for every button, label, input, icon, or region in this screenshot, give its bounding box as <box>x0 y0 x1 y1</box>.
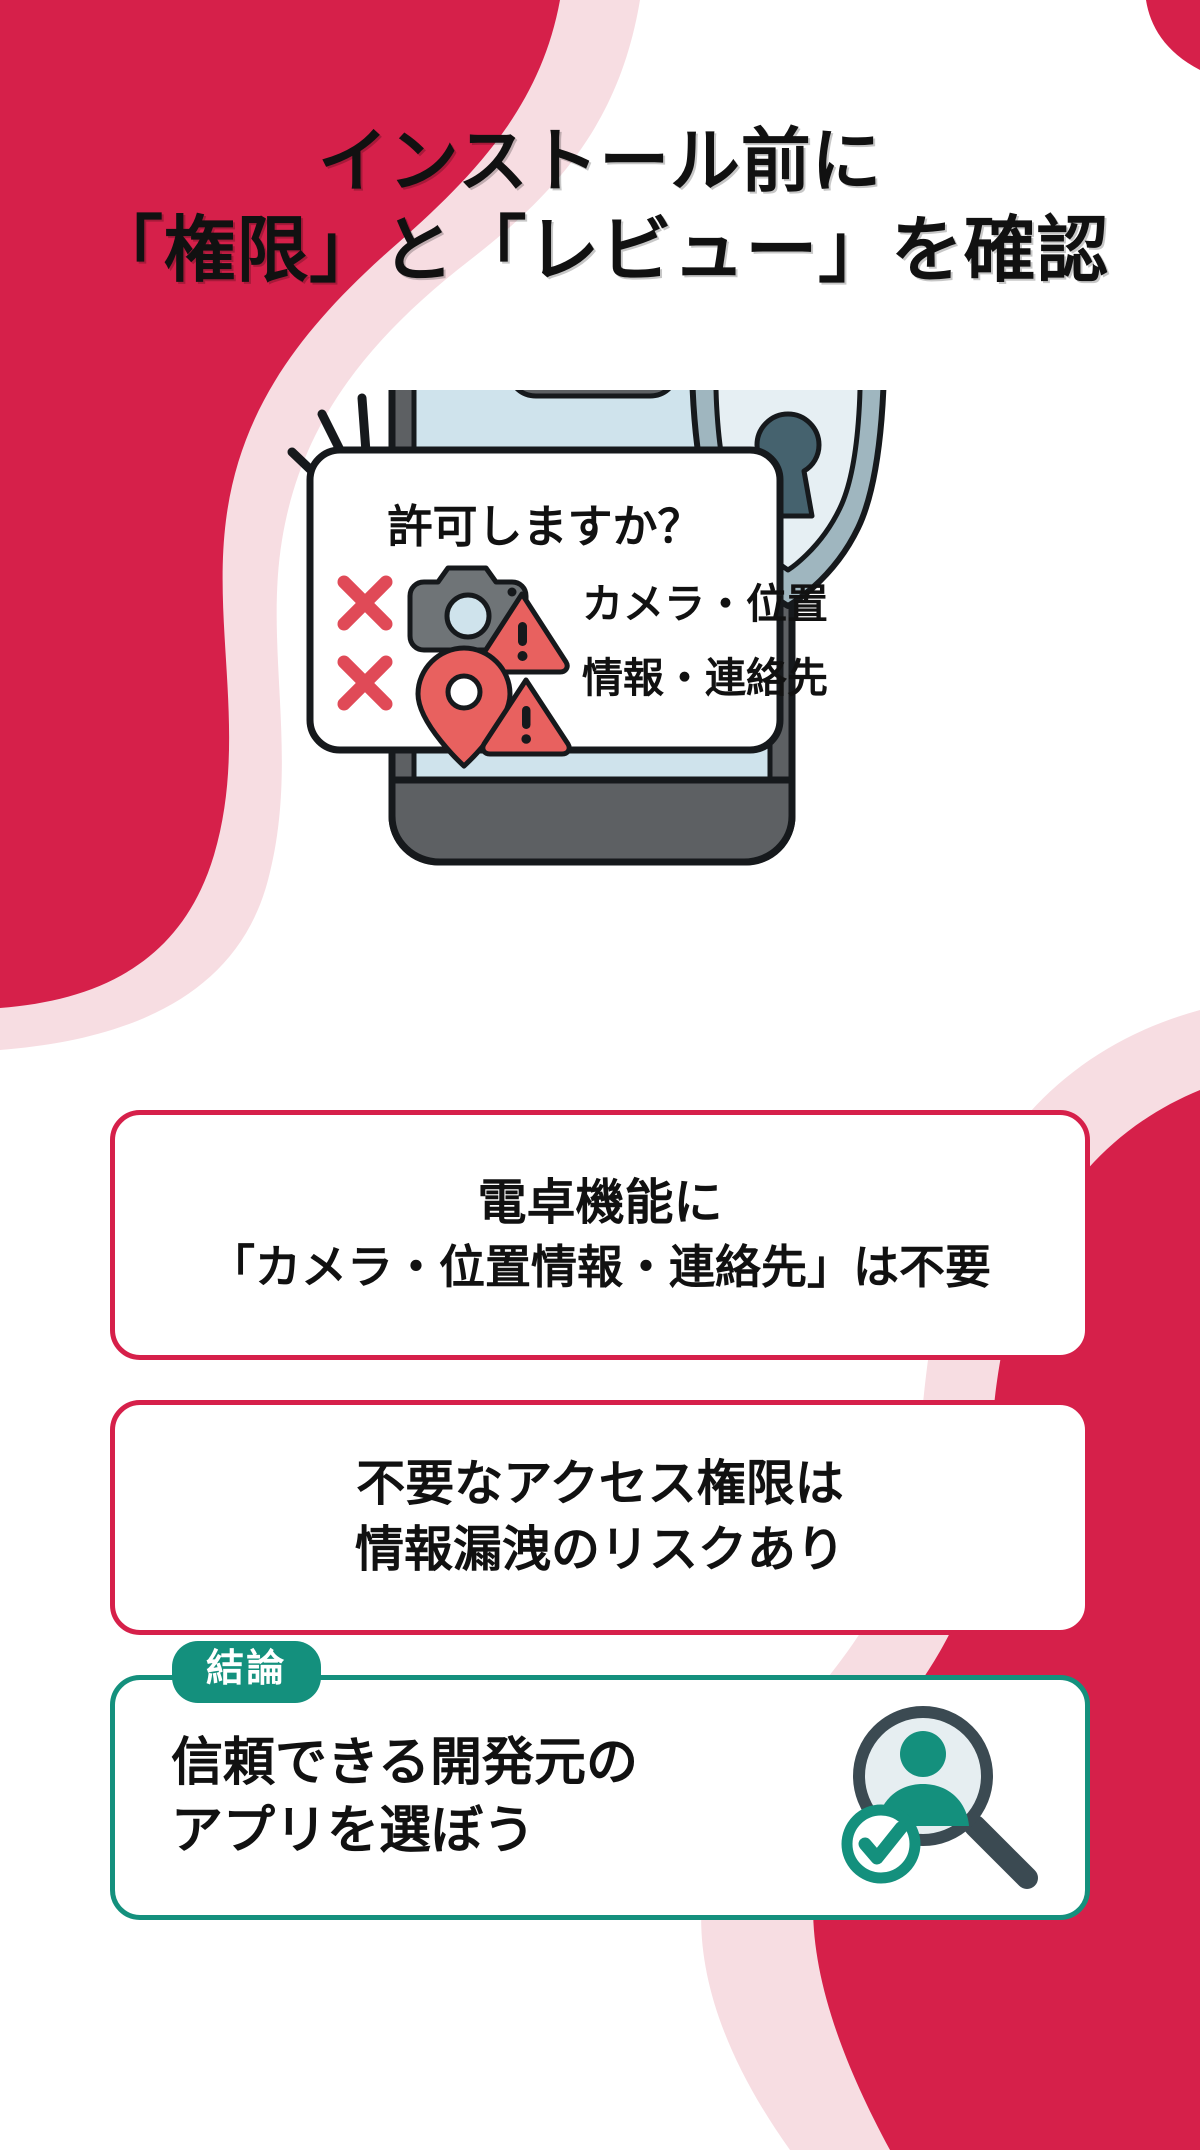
info-card-2: 不要なアクセス権限は 情報漏洩のリスクあり <box>110 1400 1090 1635</box>
info-card-1: 電卓機能に 「カメラ・位置情報・連絡先」は不要 <box>110 1110 1090 1360</box>
blob-top-right-accent <box>1146 0 1200 70</box>
phone-notch <box>507 341 679 399</box>
conclusion-badge: 結論 <box>172 1641 321 1703</box>
conclusion-card: 信頼できる開発元の アプリを選ぼう <box>110 1675 1090 1920</box>
page-header: インストール前に 「権限」と「レビュー」を確認 <box>0 120 1200 294</box>
page-title-line-1: インストール前に <box>317 122 883 200</box>
info-card-2-line-1: 不要なアクセス権限は <box>356 1456 844 1511</box>
permission-dialog: 許可しますか？ <box>306 446 828 769</box>
conclusion-wrapper: 結論 信頼できる開発元の アプリを選ぼう <box>110 1641 1090 1920</box>
hero-illustration: 許可しますか？ <box>0 307 1200 1090</box>
conclusion-line-1: 信頼できる開発元の <box>171 1733 638 1792</box>
conclusion-line-2: アプリを選ぼう <box>171 1801 536 1860</box>
info-card-1-line-1: 電卓機能に <box>477 1176 723 1231</box>
page-title-line-2: 「権限」と「レビュー」を確認 <box>90 210 1110 291</box>
info-card-2-line-2: 情報漏洩のリスクあり <box>354 1522 845 1577</box>
dialog-title: 許可しますか？ <box>387 501 702 552</box>
magnifier-person-check-icon <box>815 1698 1045 1898</box>
info-card-1-line-2: 「カメラ・位置情報・連絡先」は不要 <box>209 1241 991 1294</box>
person-head <box>900 1730 946 1777</box>
cards-section: 電卓機能に 「カメラ・位置情報・連絡先」は不要 不要なアクセス権限は 情報漏洩の… <box>0 1110 1200 1920</box>
conclusion-text-block: 信頼できる開発元の アプリを選ぼう <box>171 1730 638 1865</box>
dialog-row-label-1: カメラ・位置 <box>582 581 828 627</box>
dialog-row-label-2: 情報・連絡先 <box>582 655 828 701</box>
